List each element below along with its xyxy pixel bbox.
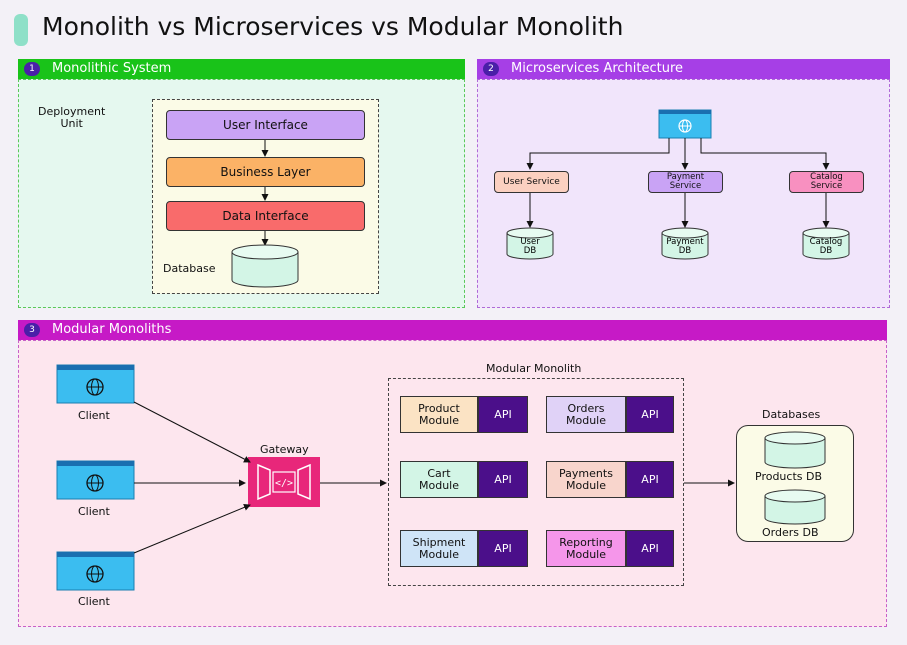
databases-label: Databases [762, 408, 821, 421]
product-module: Product Module [400, 396, 478, 433]
catalog-service: Catalog Service [789, 171, 864, 193]
cart-module-api: API [478, 461, 528, 498]
microservices-gateway-icon [658, 109, 712, 139]
client-label-3: Client [78, 595, 110, 608]
cart-module: Cart Module [400, 461, 478, 498]
arrow-client1-to-gateway [133, 401, 251, 463]
reporting-module-api: API [626, 530, 674, 567]
modular-monolith-label: Modular Monolith [486, 362, 582, 375]
section-3-title: Modular Monoliths [52, 322, 172, 337]
reporting-module: Reporting Module [546, 530, 626, 567]
shipment-module-api: API [478, 530, 528, 567]
payment-db-cylinder [661, 227, 709, 260]
arrow-gw-to-catalog-service [700, 138, 830, 170]
catalog-db-cylinder [802, 227, 850, 260]
products-db-label: Products DB [755, 470, 823, 483]
user-service: User Service [494, 171, 569, 193]
client-icon-3 [56, 551, 135, 591]
orders-module: Orders Module [546, 396, 626, 433]
section-2-header: 2 Microservices Architecture [477, 59, 890, 79]
title-accent-bar [14, 14, 28, 46]
payments-module-api: API [626, 461, 674, 498]
client-icon-1 [56, 364, 135, 404]
user-db-cylinder [506, 227, 554, 260]
payment-service: Payment Service [648, 171, 723, 193]
client-label-1: Client [78, 409, 110, 422]
gateway-icon: </> [248, 457, 320, 507]
section-1-title: Monolithic System [52, 61, 172, 76]
section-1-badge: 1 [24, 62, 40, 76]
section-2-badge: 2 [483, 62, 499, 76]
orders-module-api: API [626, 396, 674, 433]
payments-module: Payments Module [546, 461, 626, 498]
arrow-client3-to-gateway [133, 504, 251, 554]
page-title: Monolith vs Microservices vs Modular Mon… [42, 12, 624, 41]
data-interface-layer: Data Interface [166, 201, 365, 231]
modular-monolith-container [388, 378, 684, 586]
payment-db-label: Payment DB [666, 237, 704, 256]
catalog-db-label: Catalog DB [809, 237, 843, 256]
orders-db-cylinder [764, 489, 826, 525]
section-1-header: 1 Monolithic System [18, 59, 465, 79]
client-label-2: Client [78, 505, 110, 518]
gateway-label: Gateway [260, 443, 309, 456]
shipment-module: Shipment Module [400, 530, 478, 567]
section-3-header: 3 Modular Monoliths [18, 320, 887, 340]
client-icon-2 [56, 460, 135, 500]
section-2-title: Microservices Architecture [511, 61, 684, 76]
user-interface-layer: User Interface [166, 110, 365, 140]
products-db-cylinder [764, 431, 826, 469]
svg-text:</>: </> [275, 478, 293, 489]
user-db-label: User DB [520, 237, 540, 256]
product-module-api: API [478, 396, 528, 433]
section-3-badge: 3 [24, 323, 40, 337]
monolith-database-cylinder [231, 244, 299, 288]
deployment-unit-label: Deployment Unit [38, 105, 106, 130]
arrow-gw-to-user-service [526, 138, 670, 170]
business-layer: Business Layer [166, 157, 365, 187]
orders-db-label: Orders DB [762, 526, 819, 539]
database-label: Database [163, 262, 216, 275]
